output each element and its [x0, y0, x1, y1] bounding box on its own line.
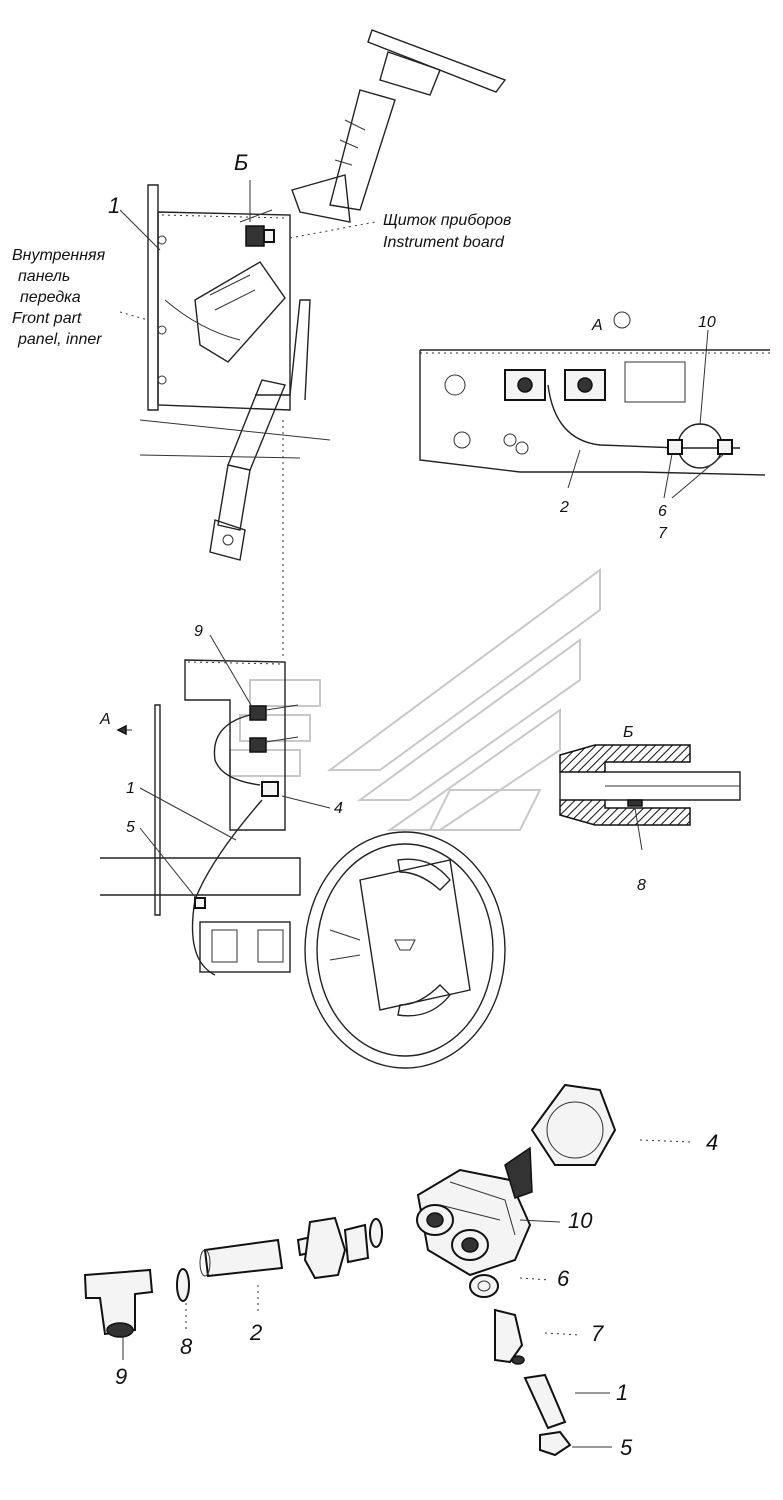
section-label-b: Б — [623, 724, 633, 741]
caption-instrument-board-en: Instrument board — [383, 234, 505, 251]
caption-inner-panel-en-1: Front part — [12, 310, 82, 327]
callout-1-top: 1 — [108, 193, 120, 218]
callout-2-view-a: 2 — [559, 499, 569, 516]
callout-10-view-a: 10 — [698, 314, 716, 331]
callout-9-exploded: 9 — [115, 1364, 127, 1389]
top-assembly-view — [119, 29, 507, 561]
view-label-a: А — [591, 317, 603, 334]
part-valve-body — [416, 1168, 532, 1277]
part-clamp-5 — [539, 1430, 572, 1457]
view-a-panel — [419, 311, 770, 499]
exploded-parts-view — [83, 1083, 691, 1457]
callout-5-exploded: 5 — [620, 1435, 633, 1460]
callout-8-exploded: 8 — [180, 1334, 193, 1359]
view-label-b: Б — [234, 150, 248, 175]
caption-inner-panel-ru-2: панель — [18, 268, 70, 285]
callout-7-exploded: 7 — [591, 1321, 604, 1346]
callout-7-view-a: 7 — [658, 525, 668, 542]
callout-6-view-a: 6 — [658, 503, 667, 520]
part-washer-6 — [469, 1274, 499, 1298]
part-tee-9 — [83, 1268, 154, 1336]
part-ring-8 — [176, 1268, 190, 1302]
callout-2-exploded: 2 — [249, 1320, 262, 1345]
callout-4-middle: 4 — [334, 800, 343, 817]
caption-inner-panel-en-2: panel, inner — [17, 331, 102, 348]
callout-6-exploded: 6 — [557, 1266, 570, 1291]
part-tube-1 — [523, 1373, 567, 1430]
middle-assembly-view — [100, 634, 506, 1069]
section-b-detail — [559, 744, 741, 851]
view-arrow-a: А — [99, 711, 111, 728]
callout-10-exploded: 10 — [568, 1208, 593, 1233]
callout-5-middle: 5 — [126, 819, 135, 836]
callout-4-exploded: 4 — [706, 1130, 718, 1155]
callout-1-middle: 1 — [126, 780, 135, 797]
caption-instrument-board-ru: Щиток приборов — [383, 212, 511, 229]
part-tube-2 — [203, 1238, 284, 1278]
part-nut — [530, 1083, 617, 1166]
callout-9-middle: 9 — [194, 623, 203, 640]
caption-inner-panel-ru-3: передка — [20, 289, 81, 306]
callout-1-exploded: 1 — [616, 1380, 628, 1405]
callout-8-section: 8 — [637, 877, 646, 894]
caption-inner-panel-ru-1: Внутренняя — [12, 247, 106, 264]
part-fitting-7 — [494, 1308, 524, 1364]
